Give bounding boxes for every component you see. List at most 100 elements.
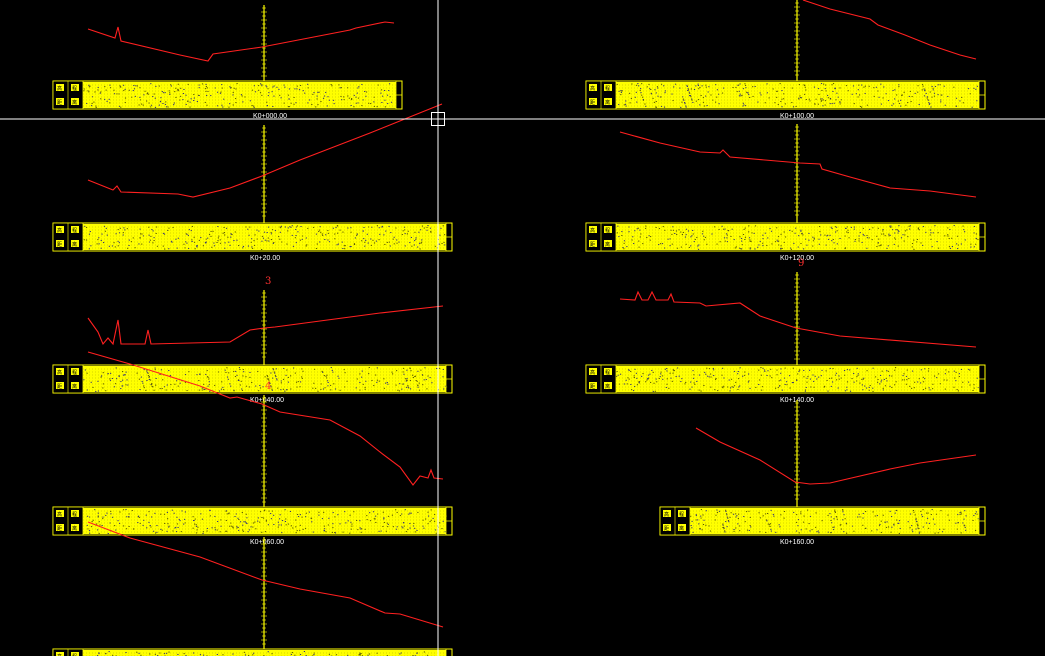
table-value-speck bbox=[616, 83, 618, 85]
table-value-speck bbox=[808, 98, 810, 100]
table-value-speck bbox=[715, 514, 717, 516]
table-value-speck bbox=[171, 241, 173, 243]
table-value-speck bbox=[625, 379, 627, 381]
header-label-text: 程 bbox=[72, 85, 77, 92]
table-value-speck bbox=[170, 384, 172, 386]
table-value-speck bbox=[362, 230, 364, 232]
table-value-speck bbox=[273, 241, 275, 243]
header-label-text: 离 bbox=[72, 383, 77, 390]
table-value-speck bbox=[422, 519, 424, 521]
cross-section-s1[interactable]: 高程距离K0+000.00 bbox=[52, 5, 403, 120]
table-value-speck bbox=[776, 227, 778, 229]
table-value-speck bbox=[635, 372, 638, 374]
table-value-speck bbox=[763, 369, 766, 371]
table-value-speck bbox=[438, 243, 440, 245]
table-value-speck bbox=[395, 509, 397, 511]
table-value-speck bbox=[889, 510, 891, 512]
table-value-speck bbox=[349, 246, 351, 248]
header-label-cell bbox=[604, 382, 612, 389]
table-value-speck bbox=[295, 102, 297, 104]
table-value-speck bbox=[209, 390, 211, 392]
table-value-speck bbox=[413, 244, 415, 246]
table-value-speck bbox=[766, 375, 768, 377]
table-value-speck bbox=[261, 235, 264, 237]
table-value-speck bbox=[776, 90, 778, 92]
table-value-speck bbox=[727, 230, 729, 232]
table-value-speck bbox=[650, 89, 652, 91]
table-value-speck bbox=[809, 378, 812, 380]
table-value-speck bbox=[423, 527, 425, 529]
table-value-speck bbox=[740, 248, 742, 250]
table-value-speck bbox=[834, 226, 836, 228]
table-value-speck bbox=[890, 531, 892, 533]
table-value-speck bbox=[853, 530, 855, 532]
table-value-speck bbox=[877, 379, 879, 381]
header-label-cell bbox=[71, 524, 79, 531]
table-value-speck bbox=[924, 378, 926, 380]
table-value-speck bbox=[268, 379, 270, 381]
cross-section-s2[interactable]: 高程距离K0+20.00 bbox=[52, 103, 453, 262]
table-value-speck bbox=[310, 517, 312, 519]
table-value-speck bbox=[737, 373, 739, 375]
header-label-cell bbox=[71, 368, 79, 375]
table-value-speck bbox=[247, 245, 250, 247]
table-value-speck bbox=[917, 525, 919, 527]
cross-section-s3[interactable]: 高程距离K0+040.003 bbox=[52, 276, 453, 404]
table-value-speck bbox=[161, 388, 163, 390]
table-value-speck bbox=[616, 371, 618, 373]
table-value-speck bbox=[913, 248, 915, 250]
table-value-speck bbox=[668, 387, 670, 389]
table-value-speck bbox=[662, 226, 664, 228]
table-value-speck bbox=[928, 387, 930, 389]
table-value-speck bbox=[822, 105, 824, 107]
table-value-speck bbox=[832, 238, 834, 240]
table-value-speck bbox=[323, 95, 326, 97]
table-value-speck bbox=[783, 98, 785, 100]
table-value-speck bbox=[115, 378, 118, 380]
table-value-speck bbox=[86, 524, 88, 526]
table-value-speck bbox=[416, 380, 418, 382]
table-value-speck bbox=[190, 98, 192, 100]
table-value-speck bbox=[698, 389, 700, 391]
table-value-speck bbox=[743, 516, 745, 518]
table-value-speck bbox=[884, 521, 886, 523]
cross-section-s7[interactable]: 高程距离K0+120.00 bbox=[585, 124, 986, 262]
table-value-speck bbox=[242, 530, 245, 532]
table-value-speck bbox=[828, 377, 831, 379]
table-value-speck bbox=[976, 513, 978, 515]
table-value-speck bbox=[401, 526, 403, 528]
table-value-speck bbox=[882, 228, 884, 230]
cross-section-s9[interactable]: 高程距离K0+160.00 bbox=[659, 400, 986, 546]
table-value-speck bbox=[89, 85, 91, 87]
table-value-speck bbox=[288, 106, 290, 108]
table-value-speck bbox=[299, 239, 302, 241]
table-value-speck bbox=[150, 83, 152, 85]
table-value-speck bbox=[699, 527, 701, 529]
table-value-speck bbox=[975, 233, 978, 235]
station-label: K0+060.00 bbox=[250, 539, 284, 546]
table-value-speck bbox=[748, 529, 750, 531]
table-value-speck bbox=[830, 519, 832, 521]
table-value-speck bbox=[863, 235, 865, 237]
table-value-speck bbox=[141, 243, 143, 245]
table-value-speck bbox=[117, 240, 119, 242]
table-value-speck bbox=[862, 233, 864, 235]
table-value-speck bbox=[126, 379, 128, 381]
table-value-speck bbox=[759, 531, 761, 533]
table-value-speck bbox=[898, 520, 901, 522]
table-value-speck bbox=[206, 527, 209, 529]
table-value-speck bbox=[850, 226, 852, 228]
table-value-speck bbox=[402, 230, 404, 232]
table-value-speck bbox=[851, 378, 853, 380]
table-value-speck bbox=[132, 237, 134, 239]
table-value-speck bbox=[101, 375, 103, 377]
table-value-speck bbox=[152, 230, 154, 232]
table-value-speck bbox=[650, 92, 652, 94]
table-value-speck bbox=[770, 509, 772, 511]
table-value-speck bbox=[671, 243, 673, 245]
cross-section-s4[interactable]: 高程距离K0+060.004 bbox=[52, 351, 453, 546]
